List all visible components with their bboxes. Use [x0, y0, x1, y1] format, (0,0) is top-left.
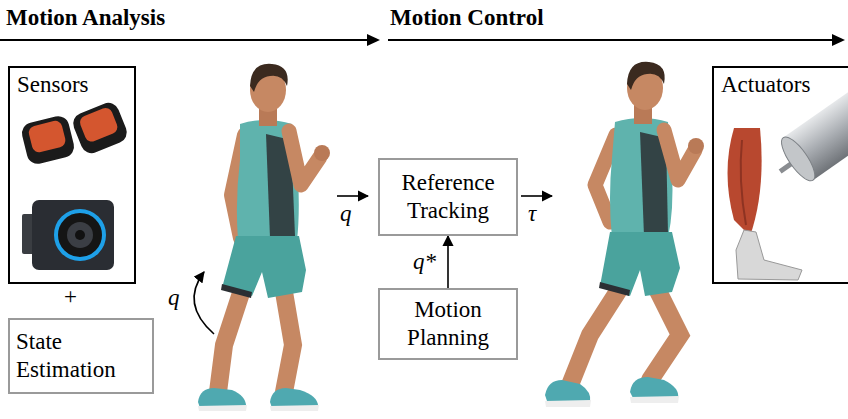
signal-name: q*	[411, 248, 438, 276]
runner-figure	[222, 236, 306, 298]
signal-name: q	[168, 284, 180, 312]
imu-sensor	[20, 114, 77, 166]
phase-arrow	[367, 34, 380, 46]
motion-camera	[32, 200, 114, 270]
phase-arrow	[832, 34, 845, 46]
phase-arrow	[0, 39, 370, 41]
motion-camera	[75, 230, 85, 240]
plus-sign: +	[64, 283, 77, 311]
runner-figure	[599, 282, 630, 296]
sensor-panel: Sensors	[8, 66, 136, 284]
muscle-leg	[728, 128, 762, 236]
runner-figure	[314, 145, 330, 161]
runner-figure	[650, 285, 680, 380]
phase-arrow	[0, 34, 845, 46]
imu-sensor	[70, 100, 130, 157]
imu-sensor	[20, 114, 77, 166]
runner-figure	[270, 405, 319, 411]
node-text: State Estimation	[16, 328, 146, 383]
imu-sensor	[27, 119, 67, 153]
muscle-leg	[741, 140, 746, 225]
phase-arrow	[388, 39, 834, 41]
runner-figure	[270, 388, 318, 408]
runner-figure	[600, 232, 680, 296]
electric-motor	[776, 132, 821, 185]
signal-name: τ	[528, 200, 536, 228]
runner-figure	[688, 138, 704, 154]
process-box: Motion Planning	[378, 288, 518, 360]
phase-title: Motion Analysis	[6, 4, 165, 32]
runner-figure	[664, 130, 695, 180]
runner-figure	[289, 131, 320, 185]
runner-figure	[627, 62, 665, 90]
runner-figure	[250, 64, 288, 92]
runner-figure	[198, 64, 330, 411]
process-box: Reference Tracking	[378, 158, 518, 236]
process-box: State Estimation	[8, 318, 154, 394]
runner-figure	[630, 396, 679, 403]
node-text: Motion Planning	[386, 296, 510, 351]
signal-arrow	[521, 195, 552, 197]
runner-figure	[545, 62, 704, 407]
connector-arrow	[447, 236, 449, 288]
signal-arrow	[337, 195, 368, 197]
motion-camera	[22, 200, 114, 270]
runner-figure	[545, 400, 591, 407]
actuator-panel: Actuators	[712, 66, 848, 284]
runner-figure	[218, 290, 242, 392]
imu-sensor	[70, 100, 130, 157]
motion-camera	[67, 222, 93, 248]
phase-title: Motion Control	[390, 4, 544, 32]
motion-camera	[56, 211, 104, 259]
node-text: Actuators	[721, 71, 845, 99]
muscle-leg	[736, 230, 802, 280]
runner-figure	[570, 285, 622, 385]
runner-figure	[284, 292, 293, 392]
electric-motor	[765, 92, 848, 193]
signal-name: q	[340, 200, 352, 228]
node-text: Reference Tracking	[386, 169, 510, 224]
imu-sensor	[78, 106, 120, 144]
runner-figure	[198, 405, 247, 411]
runner-figure	[198, 388, 246, 408]
node-text: Sensors	[17, 71, 127, 99]
runner-figure	[221, 284, 252, 298]
signal-arrow	[194, 272, 214, 334]
